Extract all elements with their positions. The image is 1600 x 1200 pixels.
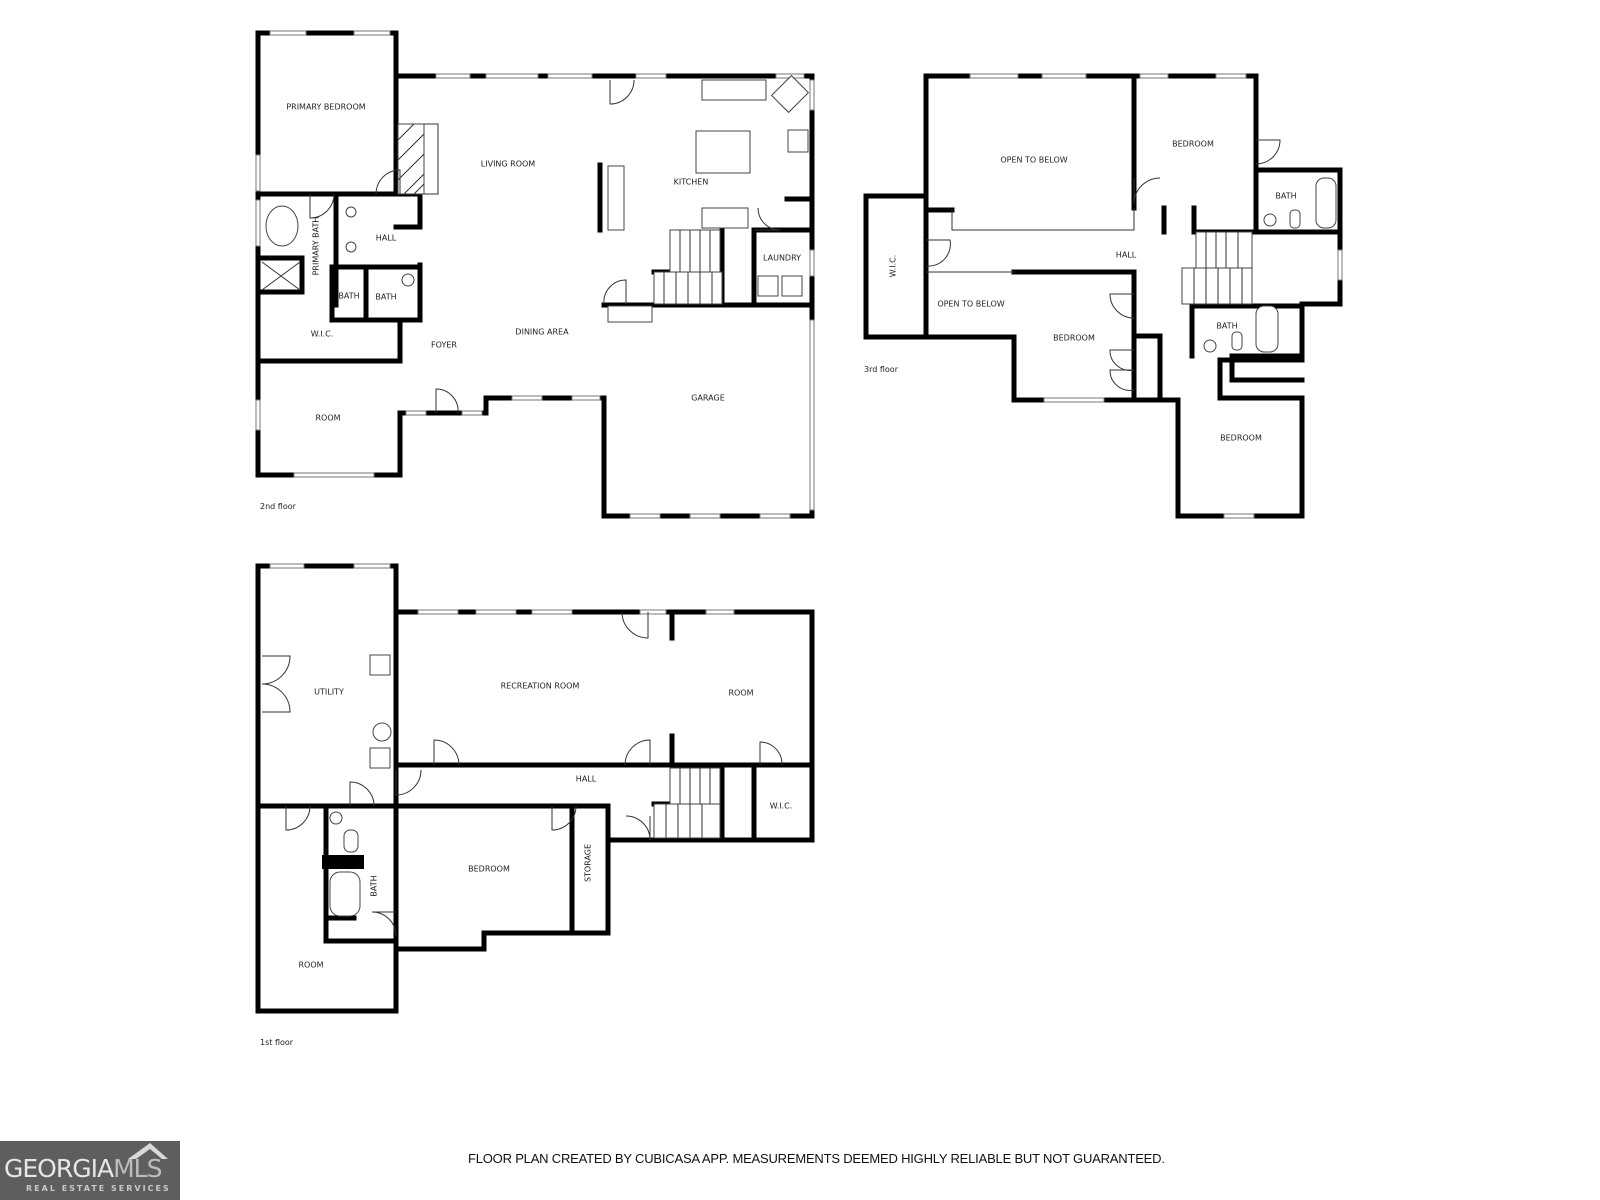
room-label-bedroom: BEDROOM	[468, 865, 510, 874]
staircase	[653, 767, 721, 839]
door[interactable]	[625, 815, 651, 841]
room-label-room: ROOM	[315, 414, 340, 423]
door[interactable]	[551, 805, 577, 831]
room-label-room: ROOM	[728, 689, 753, 698]
kitchen-sink-icon	[770, 74, 810, 114]
door[interactable]	[621, 611, 649, 639]
toilet-icon	[1231, 331, 1243, 351]
door[interactable]	[433, 739, 460, 766]
electrical-panel-icon	[372, 722, 392, 742]
disclaimer-text: FLOOR PLAN CREATED BY CUBICASA APP. MEAS…	[468, 1151, 1165, 1166]
door[interactable]	[759, 741, 783, 766]
room-label-hall: HALL	[576, 775, 597, 784]
room-label-garage: GARAGE	[691, 394, 725, 403]
room-label-hall: HALL	[1116, 251, 1137, 260]
door[interactable]	[349, 781, 375, 807]
room-label-room: ROOM	[298, 961, 323, 970]
room-label-bedroom: BEDROOM	[1053, 334, 1095, 343]
room-label-open-to-below: OPEN TO BELOW	[1000, 156, 1067, 165]
floor-label-2nd: 2nd floor	[260, 502, 297, 511]
door[interactable]	[603, 279, 627, 305]
door[interactable]	[285, 805, 311, 831]
room-label-wic: W.I.C.	[889, 255, 898, 278]
room-label-bath: BATH	[1275, 192, 1296, 201]
bathtub-icon	[329, 871, 361, 917]
logo-name-part1: GEORGIA	[4, 1154, 114, 1183]
staircase	[1181, 231, 1253, 305]
bath-vanity-wall	[322, 855, 364, 869]
door[interactable]	[375, 169, 401, 195]
room-label-bath: BATH	[1216, 322, 1237, 331]
stove-icon	[787, 129, 809, 153]
sink-icon	[329, 811, 343, 825]
double-door[interactable]	[261, 655, 291, 685]
double-door[interactable]	[261, 683, 291, 713]
staircase	[607, 229, 723, 323]
room-label-living-room: LIVING ROOM	[481, 160, 536, 169]
room-label-bedroom: BEDROOM	[1220, 434, 1262, 443]
door[interactable]	[754, 207, 781, 231]
toilet-icon	[343, 829, 359, 853]
room-label-kitchen: KITCHEN	[674, 178, 709, 187]
room-label-primary-bath: PRIMARY BATH	[312, 217, 321, 276]
sink-icon	[1203, 339, 1217, 353]
door[interactable]	[624, 739, 651, 766]
fireplace-icon	[397, 123, 425, 195]
door[interactable]	[925, 239, 951, 267]
door[interactable]	[371, 911, 397, 937]
furnace-icon	[369, 747, 391, 769]
floor-label-1st: 1st floor	[260, 1038, 294, 1047]
bathtub-icon	[265, 205, 299, 247]
floor-label-3rd: 3rd floor	[864, 365, 899, 374]
sink-icon	[345, 241, 357, 253]
dryer-icon	[781, 275, 803, 297]
room-label-wic: W.I.C.	[770, 802, 793, 811]
room-label-utility: UTILITY	[314, 688, 344, 697]
room-label-dining-area: DINING AREA	[515, 328, 569, 337]
logo-tagline: REAL ESTATE SERVICES	[26, 1184, 171, 1193]
room-label-hall: HALL	[376, 234, 397, 243]
room-label-bath: BATH	[370, 875, 379, 896]
room-label-bedroom: BEDROOM	[1172, 140, 1214, 149]
first-floor-plan: UTILITY RECREATION ROOM ROOM HALL W.I.C.…	[255, 563, 815, 1047]
georgia-mls-logo: GEORGIAMLS REAL ESTATE SERVICES	[0, 1141, 180, 1200]
bathtub-icon	[1255, 305, 1279, 353]
door[interactable]	[309, 193, 335, 219]
room-label-open-to-below: OPEN TO BELOW	[937, 300, 1004, 309]
door[interactable]	[395, 769, 422, 796]
room-label-bath: BATH	[338, 292, 359, 301]
door[interactable]	[1255, 139, 1281, 165]
door[interactable]	[1109, 369, 1135, 391]
water-heater-icon	[369, 654, 391, 676]
washer-icon	[757, 275, 779, 297]
room-label-recreation-room: RECREATION ROOM	[501, 682, 580, 691]
roof-icon	[128, 1143, 168, 1159]
room-label-laundry: LAUNDRY	[763, 254, 801, 263]
door[interactable]	[1109, 293, 1135, 319]
room-label-primary-bedroom: PRIMARY BEDROOM	[286, 103, 365, 112]
front-door[interactable]	[435, 388, 459, 414]
door[interactable]	[1109, 349, 1135, 371]
door[interactable]	[1133, 177, 1161, 205]
sink-icon	[1263, 213, 1277, 227]
room-label-bath: BATH	[375, 293, 396, 302]
kitchen-island	[695, 130, 751, 174]
second-floor-plan: PRIMARY BEDROOM LIVING ROOM KITCHEN PRIM…	[255, 30, 815, 519]
room-label-foyer: FOYER	[431, 341, 457, 350]
sink-icon	[401, 273, 415, 287]
third-floor-plan: OPEN TO BELOW BEDROOM BATH W.I.C. HALL O…	[863, 73, 1343, 519]
toilet-icon	[1289, 209, 1301, 229]
bathtub-icon	[1315, 177, 1337, 229]
room-label-storage: STORAGE	[584, 844, 593, 882]
sink-icon	[345, 206, 357, 218]
room-label-wic: W.I.C.	[311, 330, 334, 339]
door[interactable]	[609, 79, 635, 105]
logo-name-part2: MLS	[113, 1154, 162, 1183]
